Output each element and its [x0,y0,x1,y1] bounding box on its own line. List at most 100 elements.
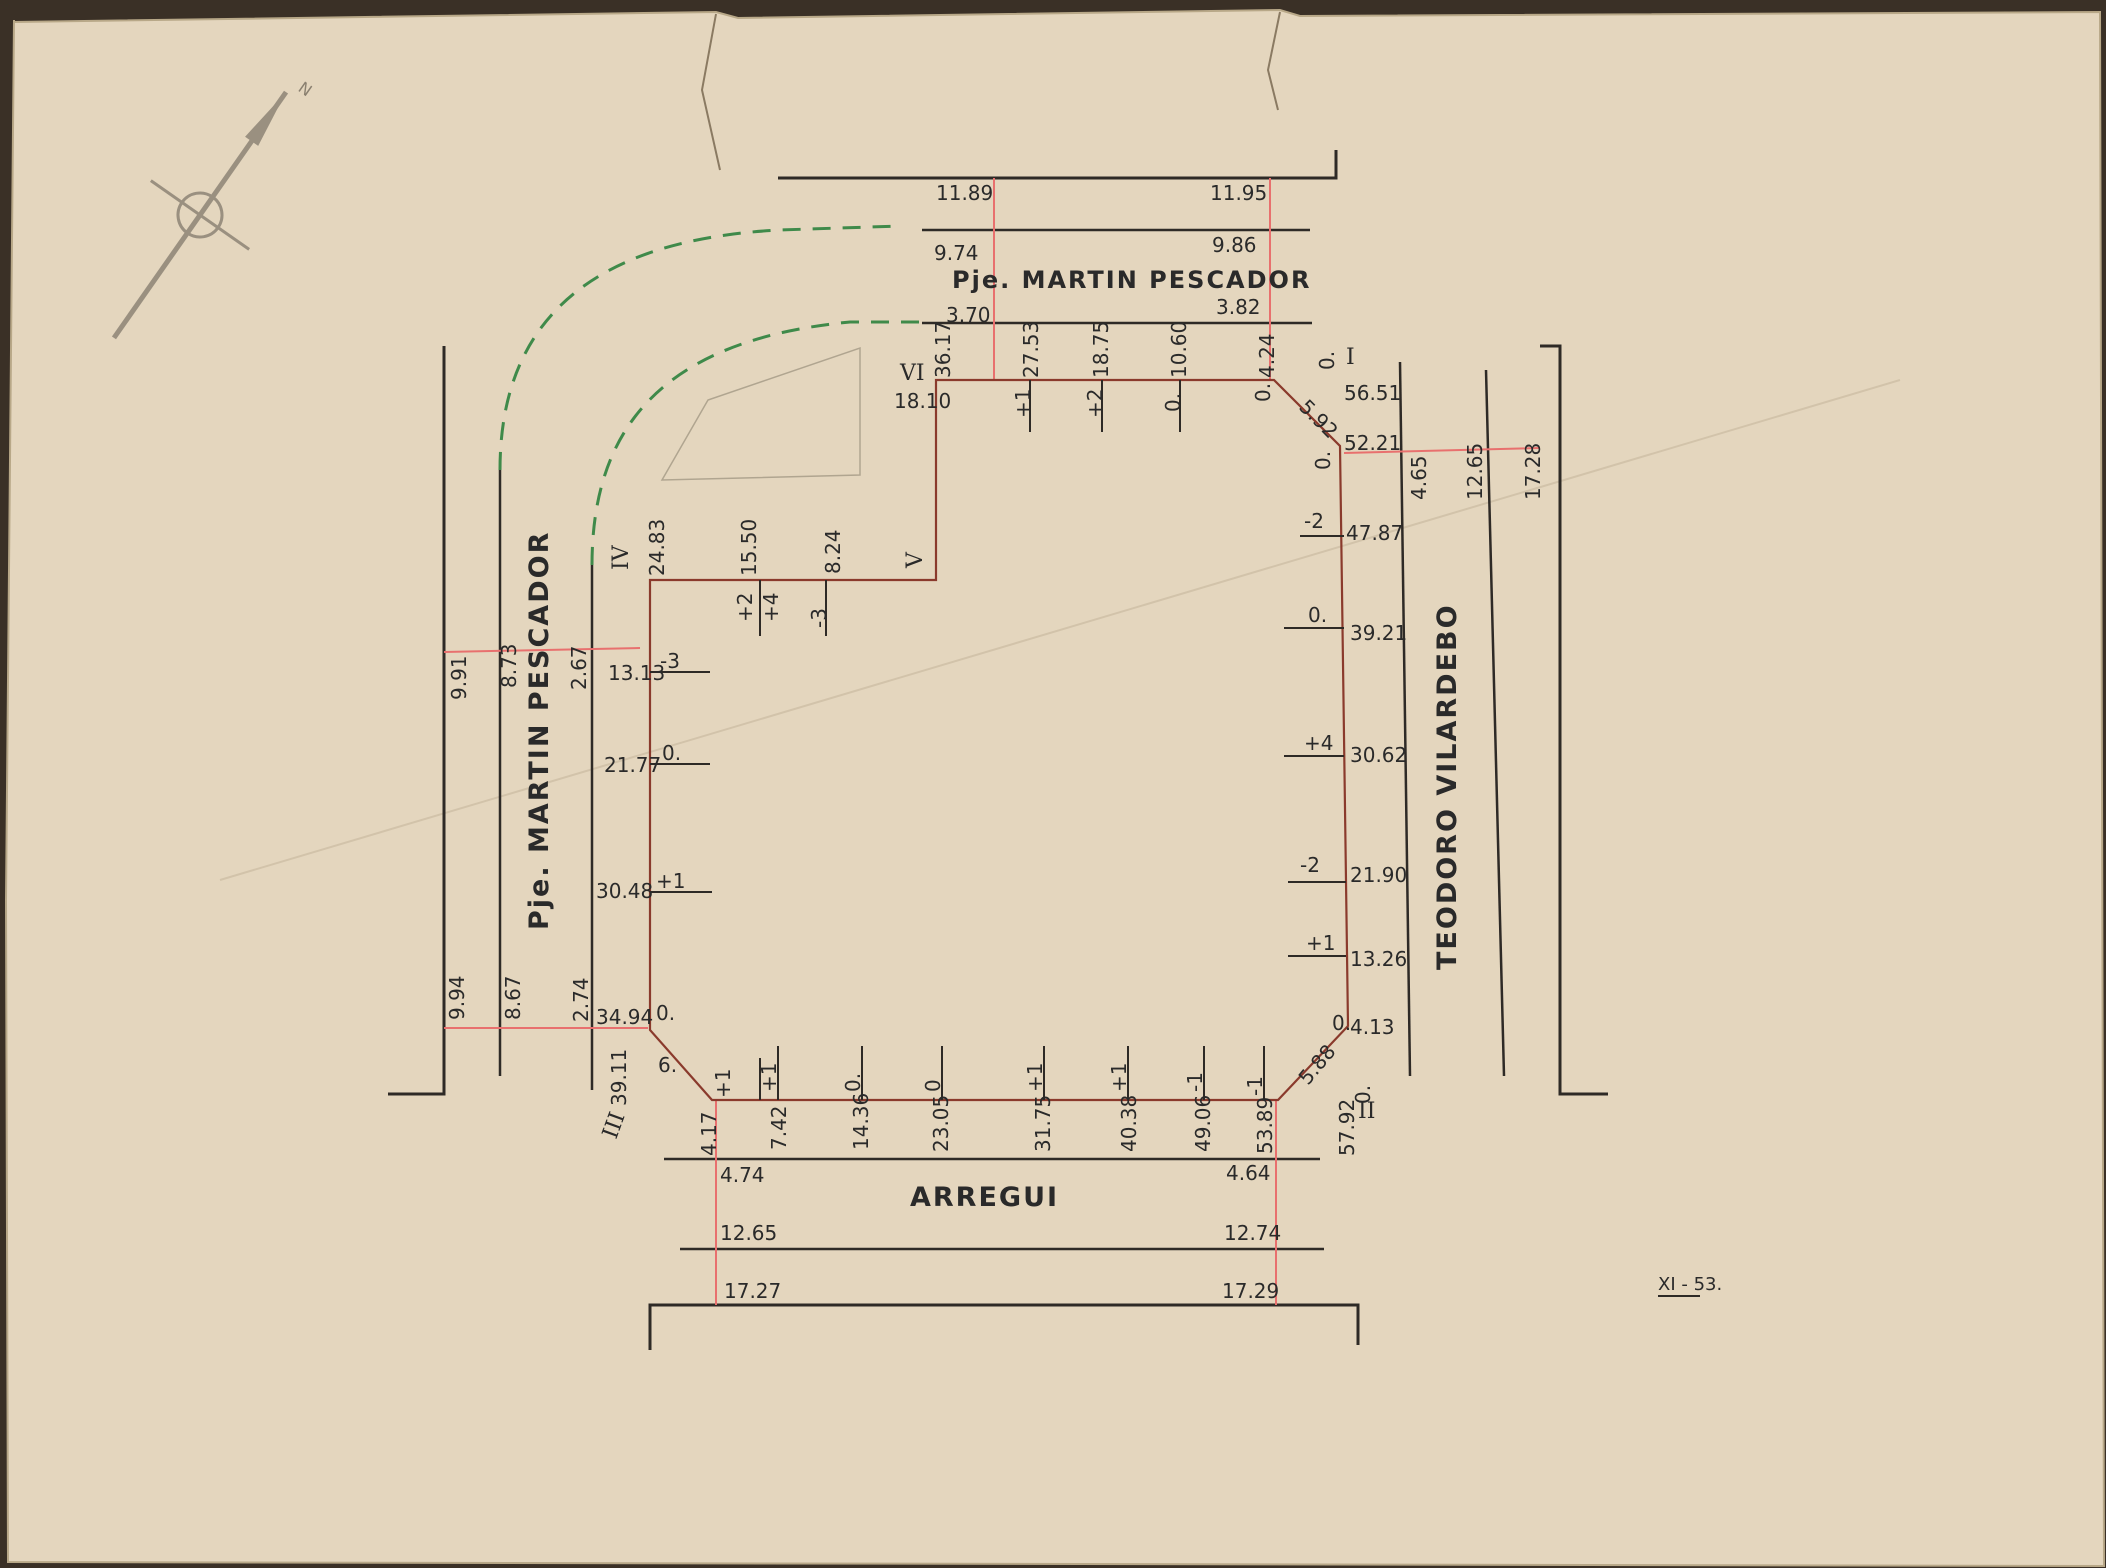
paper-background [4,8,2106,1568]
top-chainage: 4.24 [1255,333,1279,378]
street-name-north: Pje. MARTIN PESCADOR [952,266,1311,294]
right-zero: 0. [1315,351,1339,370]
bottom-chainage: 49.06 [1191,1095,1215,1152]
bottom-level: +1 [757,1063,781,1092]
right-chainage: 30.62 [1350,743,1407,767]
bottom-chainage: 31.75 [1031,1095,1055,1152]
upper-left-chainage: 8.24 [821,529,845,574]
left-chainage: 34.94 [596,1005,653,1029]
west-width: 9.91 [447,655,471,700]
bottom-chainage: 7.42 [767,1105,791,1150]
vertex-label-ii: II [1358,1099,1375,1124]
bottom-level: +1 [1023,1063,1047,1092]
right-chainage: 39.21 [1350,621,1407,645]
upper-left-level: +4 [759,593,783,622]
top-chainage: 18.75 [1089,321,1113,378]
south-width: 4.74 [720,1163,765,1187]
red-measurement-lines [443,178,1541,1305]
west-width: 8.73 [497,643,521,688]
street-name-south: ARREGUI [910,1182,1059,1213]
bottom-level: 0. [841,1073,865,1092]
right-level: +1 [1306,931,1335,955]
north-width: 11.95 [1210,181,1267,205]
left-level: -3 [660,649,680,673]
vertex-label-i: I [1346,345,1355,370]
green-dashed-curve-inner [590,320,920,566]
bottom-level: -1 [1243,1076,1267,1096]
paper-tear-top [700,11,1281,171]
east-street-line-inner [1398,361,1412,1077]
right-zero: 0. [1351,1085,1375,1104]
left-level: +1 [656,869,685,893]
top-level: 0. [1161,393,1185,412]
right-zero: 0. [1332,1011,1351,1035]
north-width: 3.70 [946,303,991,327]
right-chainage: 21.90 [1350,863,1407,887]
street-name-west: Pje. MARTIN PESCADOR [524,531,555,930]
upper-left-chainage: 15.50 [737,519,761,576]
bottom-level: +1 [711,1069,735,1098]
east-street-line-outer [1540,344,1608,1096]
east-street-line-mid [1484,369,1506,1077]
sheet-mark: XI - 53. [1658,1274,1722,1295]
north-width: 9.86 [1212,233,1257,257]
upper-left-level: +2 [733,593,757,622]
corner-iii-chainage: 39.11 [607,1049,631,1106]
right-level: -2 [1300,853,1320,877]
south-width: 12.65 [720,1221,777,1245]
right-chainage: 4.13 [1350,1015,1395,1039]
corner-vi-chainage: 36.17 [931,321,955,378]
vertex-label-vi: VI [899,361,925,386]
top-level: 0. [1251,383,1275,402]
corner-i-chainage: 56.51 [1344,381,1401,405]
west-width: 9.94 [445,975,469,1020]
north-width: 11.89 [936,181,993,205]
pencil-sketch [660,346,861,481]
south-width: 17.29 [1222,1279,1279,1303]
top-chainage: 10.60 [1167,321,1191,378]
east-width: 4.65 [1407,455,1431,500]
upper-left-level: -3 [807,608,831,628]
west-street-line-outer [388,346,446,1096]
top-chainage: 27.53 [1019,321,1043,378]
street-boundaries [388,150,1608,1350]
left-chainage: 30.48 [596,879,653,903]
left-chamfer: 6. [658,1053,677,1077]
bottom-level: 0 [921,1079,945,1092]
vertex-label-iv: IV [609,544,634,570]
corner-iv-chainage: 24.83 [645,519,669,576]
bottom-level: -1 [1183,1072,1207,1092]
top-level: +1 [1011,389,1035,418]
bottom-chainage: 40.38 [1117,1095,1141,1152]
left-chainage: 13.13 [608,661,665,685]
west-width: 2.74 [569,977,593,1022]
bottom-chainage: 14.36 [849,1093,873,1150]
vertex-vi-code: 18.10 [894,389,951,413]
green-dashed-curve-outer [498,224,901,471]
right-level: +4 [1304,731,1333,755]
south-width: 12.74 [1224,1221,1281,1245]
south-street-line-bottom [648,1303,1360,1350]
north-width: 3.82 [1216,295,1261,319]
south-width: 17.27 [724,1279,781,1303]
right-level: -2 [1304,509,1324,533]
north-width: 9.74 [934,241,979,265]
west-width: 8.67 [501,975,525,1020]
bottom-chainage: 53.89 [1253,1097,1277,1154]
right-zero: 0. [1311,451,1335,470]
east-width: 17.28 [1521,443,1545,500]
left-chainage: 21.77 [604,753,661,777]
west-width: 2.67 [567,645,591,690]
bottom-chainage: 23.05 [929,1095,953,1152]
bottom-level: +1 [1107,1063,1131,1092]
north-street-line-top [778,150,1338,180]
left-level: 0. [662,741,681,765]
right-level: 0. [1308,603,1327,627]
offset-ticks [650,380,1346,1100]
street-name-east: TEODORO VILARDEBO [1432,603,1463,970]
east-width: 12.65 [1463,443,1487,500]
south-width: 4.64 [1226,1161,1271,1185]
right-chainage: 52.21 [1344,431,1401,455]
left-level: 0. [656,1001,675,1025]
